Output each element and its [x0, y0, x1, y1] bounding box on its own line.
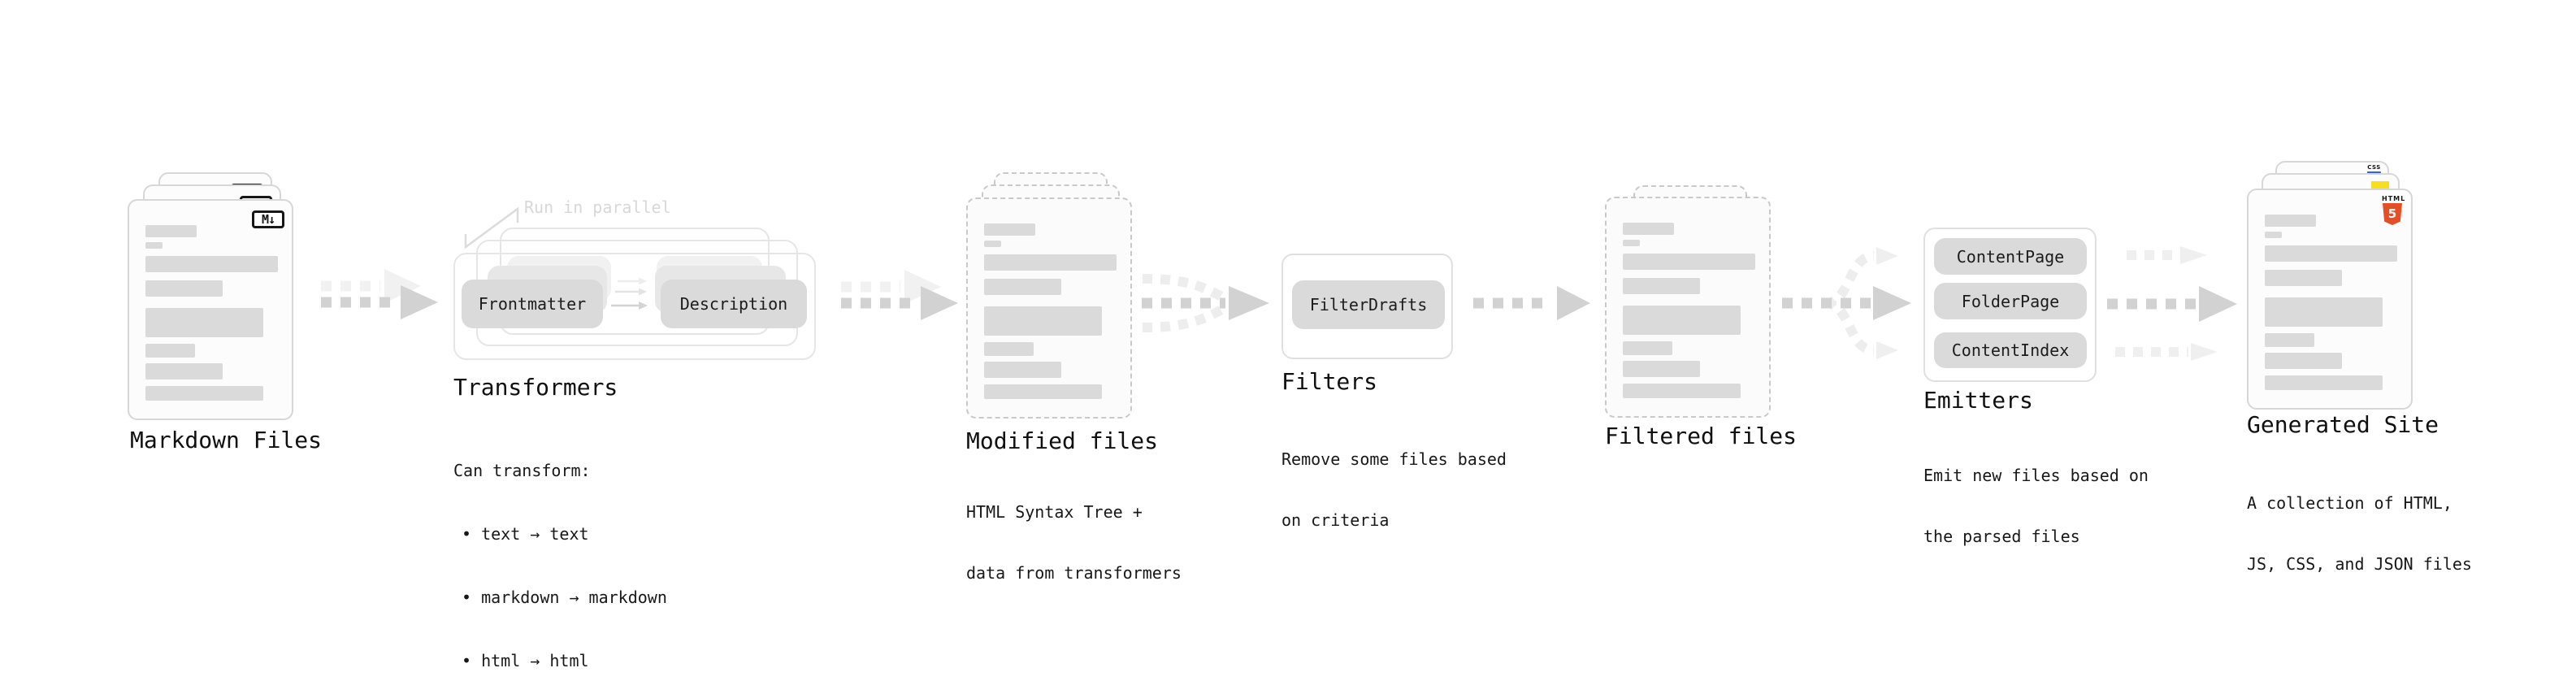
- stage-caption: A collection of HTML, JS, CSS, and JSON …: [2247, 493, 2472, 574]
- file-card: [1605, 197, 1771, 418]
- html5-logo-icon: HTML 5: [2382, 195, 2405, 225]
- js-logo-icon: [2371, 181, 2389, 189]
- flow-arrow-transformers-to-modified: [841, 270, 958, 320]
- file-content-bars: [129, 201, 292, 419]
- stage-title: Filters: [1281, 368, 1378, 395]
- stage-caption: Emit new files based on the parsed files: [1923, 466, 2149, 546]
- flow-arrow-fanout-to-emitters: [1782, 247, 1911, 359]
- flow-arrow-markdown-to-transformers: [321, 269, 438, 319]
- parallel-arrows-icon: [611, 277, 648, 310]
- contentpage-pill: ContentPage: [1934, 238, 2087, 275]
- bullet-line: • text → text: [462, 524, 589, 544]
- frontmatter-pill: Frontmatter: [462, 280, 603, 328]
- file-content-bars: [1607, 198, 1769, 416]
- flow-arrows-emitters-to-generated: [2107, 246, 2237, 361]
- transformer-box-front: [453, 253, 816, 360]
- file-card: HTML 5: [2247, 189, 2413, 410]
- bullet-line: • markdown → markdown: [462, 588, 667, 607]
- run-in-parallel-note: Run in parallel: [524, 197, 671, 217]
- flow-arrow-merge-to-filters: [1142, 274, 1269, 332]
- file-card: [966, 197, 1132, 419]
- file-content-bars: [2249, 190, 2411, 408]
- flow-arrow-filters-to-filtered: [1473, 286, 1590, 320]
- stage-title: Markdown Files: [130, 427, 323, 453]
- note-leader-line: [464, 206, 519, 249]
- stage-caption: Remove some files based on criteria: [1281, 449, 1507, 530]
- stage-caption: Can transform: • text → text • markdown …: [453, 461, 667, 670]
- file-card: M↓: [128, 199, 293, 420]
- stage-title: Filtered files: [1605, 423, 1798, 449]
- folderpage-pill: FolderPage: [1934, 283, 2087, 319]
- stage-title: Modified files: [966, 427, 1159, 454]
- stage-title: Transformers: [453, 374, 618, 401]
- contentindex-pill: ContentIndex: [1934, 332, 2087, 368]
- bullet-line: • html → html: [462, 651, 589, 670]
- stage-caption: HTML Syntax Tree + data from transformer…: [966, 502, 1182, 583]
- markdown-logo-icon: M↓: [252, 210, 284, 228]
- description-pill: Description: [661, 280, 807, 328]
- stage-title: Emitters: [1923, 387, 2033, 414]
- file-content-bars: [968, 199, 1130, 417]
- stage-title: Generated Site: [2247, 411, 2439, 438]
- filterdrafts-pill: FilterDrafts: [1292, 280, 1445, 329]
